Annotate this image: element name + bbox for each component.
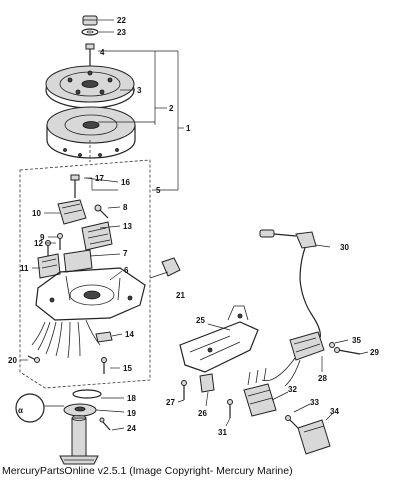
callout-15: 15	[123, 364, 132, 373]
callout-17: 17	[95, 174, 104, 183]
screw-33[interactable]	[285, 415, 299, 429]
screw-8[interactable]	[94, 204, 109, 219]
callout-14: 14	[125, 330, 134, 339]
screw-20[interactable]	[27, 355, 40, 363]
flywheel-nut-22[interactable]	[82, 15, 98, 26]
callout-23: 23	[117, 28, 126, 37]
bearing-19[interactable]	[63, 403, 97, 417]
wire-harness	[31, 319, 101, 359]
high-tension-lead	[299, 247, 321, 339]
trigger-coil-10[interactable]	[57, 199, 87, 225]
callout-18: 18	[127, 394, 136, 403]
callout-8: 8	[123, 203, 128, 212]
flywheel-top-3[interactable]	[45, 65, 135, 109]
callout-28: 28	[318, 374, 327, 383]
callout-6: 6	[124, 266, 129, 275]
screw-17[interactable]	[70, 174, 80, 198]
o-ring-18[interactable]	[72, 389, 102, 399]
callout-3: 3	[137, 86, 142, 95]
image-copyright-caption: MercuryPartsOnline v2.5.1 (Image Copyrig…	[2, 465, 293, 477]
screw-15[interactable]	[101, 357, 107, 375]
callout-26: 26	[198, 409, 207, 418]
switch-box-bracket-25[interactable]	[179, 305, 259, 373]
callout-30: 30	[340, 243, 349, 252]
callout-27: 27	[166, 398, 175, 407]
alpha-symbol: α	[18, 406, 23, 415]
callout-10: 10	[32, 209, 41, 218]
screw-35[interactable]	[329, 342, 335, 348]
screw-31[interactable]	[227, 399, 233, 419]
terminal-26[interactable]	[199, 373, 215, 393]
callout-1: 1	[186, 124, 191, 133]
stator-plate-6[interactable]	[35, 267, 146, 321]
washer-23[interactable]	[81, 28, 99, 36]
callout-11: 11	[20, 264, 29, 273]
driveshaft-pinion[interactable]	[59, 415, 99, 465]
callout-5: 5	[156, 186, 161, 195]
leader-lines	[20, 19, 369, 431]
callout-22: 22	[117, 16, 126, 25]
callout-33: 33	[310, 398, 319, 407]
callout-16: 16	[121, 178, 130, 187]
callout-32: 32	[288, 385, 297, 394]
callout-21: 21	[176, 291, 185, 300]
callout-34: 34	[330, 407, 339, 416]
callout-13: 13	[123, 222, 132, 231]
coil-7[interactable]	[81, 221, 113, 251]
callout-12: 12	[34, 239, 43, 248]
callout-20: 20	[8, 356, 17, 365]
coil-leads	[261, 357, 301, 387]
callout-19: 19	[127, 409, 136, 418]
callout-9: 9	[40, 233, 45, 242]
callout-25: 25	[196, 316, 205, 325]
callout-35: 35	[352, 336, 361, 345]
callout-31: 31	[218, 428, 227, 437]
coil-11[interactable]	[37, 253, 61, 279]
cover-34[interactable]	[297, 419, 331, 455]
screw-27[interactable]	[181, 380, 187, 401]
callout-7: 7	[123, 249, 128, 258]
callout-24: 24	[127, 424, 136, 433]
screw-9[interactable]	[57, 233, 63, 251]
ignition-coil-28[interactable]	[289, 331, 325, 361]
alpha-detail-callout: α	[15, 393, 64, 423]
switch-box-32[interactable]	[243, 367, 277, 417]
clip-14[interactable]	[95, 331, 113, 343]
spark-plug-boot-30[interactable]	[259, 229, 331, 249]
callout-4: 4	[100, 48, 105, 57]
callout-29: 29	[370, 348, 379, 357]
screw-24[interactable]	[99, 417, 111, 431]
group-brackets	[89, 50, 184, 191]
screw-29[interactable]	[334, 347, 361, 355]
flywheel-rotor-2[interactable]	[46, 106, 136, 159]
terminal-block-21[interactable]	[149, 257, 181, 279]
coil-13[interactable]	[63, 249, 93, 273]
callout-2: 2	[169, 104, 174, 113]
